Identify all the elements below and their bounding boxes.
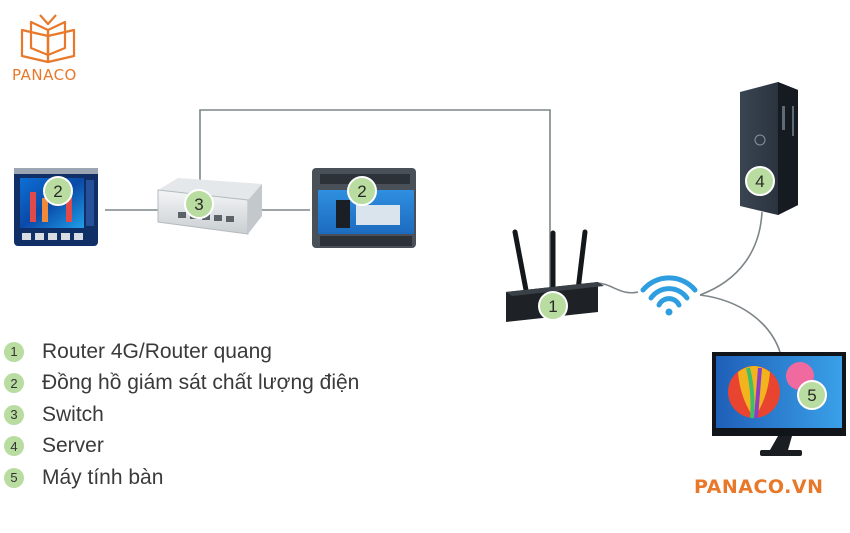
legend-label: Server <box>42 434 104 458</box>
legend-number-badge: 5 <box>4 467 24 488</box>
badge-circle <box>538 291 568 321</box>
badge-circle <box>797 380 827 410</box>
desktop-monitor-icon <box>712 352 846 456</box>
badge-number: 4 <box>755 172 764 191</box>
legend-label: Router 4G/Router quang <box>42 339 272 363</box>
device-badges: 2 3 2 1 4 5 <box>43 166 827 410</box>
server-tower-icon <box>740 82 798 215</box>
legend-label: Đồng hồ giám sát chất lượng điện <box>42 371 360 395</box>
legend-number-badge: 1 <box>4 341 24 362</box>
power-quality-meter-icon <box>14 168 98 246</box>
badge-switch: 3 <box>184 189 214 219</box>
legend-number-badge: 3 <box>4 404 24 425</box>
badge-circle <box>43 176 73 206</box>
wire-switch-router <box>199 109 551 290</box>
legend-number-badge: 2 <box>4 373 24 394</box>
badge-number: 2 <box>53 182 62 201</box>
wires <box>105 109 781 353</box>
open-book-logo-icon <box>20 14 76 64</box>
wire-router-wifi <box>595 282 639 294</box>
legend-item: 4 Server <box>4 431 474 463</box>
badge-router: 1 <box>538 291 568 321</box>
legend-label: Switch <box>42 402 104 426</box>
wire-wifi-server <box>699 211 763 296</box>
badge-circle <box>745 166 775 196</box>
badge-monitor: 5 <box>797 380 827 410</box>
website-label: PANACO.VN <box>694 476 824 498</box>
legend-label: Máy tính bàn <box>42 465 164 489</box>
badge-meter-right: 2 <box>347 176 377 206</box>
brand-name: PANACO <box>12 66 77 84</box>
legend-item: 2 Đồng hồ giám sát chất lượng điện <box>4 368 474 400</box>
din-rail-meter-icon <box>312 168 416 248</box>
badge-number: 3 <box>194 195 203 214</box>
legend: 1 Router 4G/Router quang 2 Đồng hồ giám sát… <box>4 336 474 494</box>
badge-meter-left: 2 <box>43 176 73 206</box>
legend-item: 1 Router 4G/Router quang <box>4 336 474 368</box>
wifi-icon <box>640 275 698 308</box>
badge-circle <box>347 176 377 206</box>
legend-number-badge: 4 <box>4 436 24 457</box>
badge-number: 2 <box>357 182 366 201</box>
legend-item: 3 Switch <box>4 399 474 431</box>
badge-server: 4 <box>745 166 775 196</box>
badge-number: 1 <box>548 297 557 316</box>
badge-circle <box>184 189 214 219</box>
wire-wifi-monitor <box>699 294 781 353</box>
badge-number: 5 <box>807 386 816 405</box>
legend-item: 5 Máy tính bàn <box>4 462 474 494</box>
